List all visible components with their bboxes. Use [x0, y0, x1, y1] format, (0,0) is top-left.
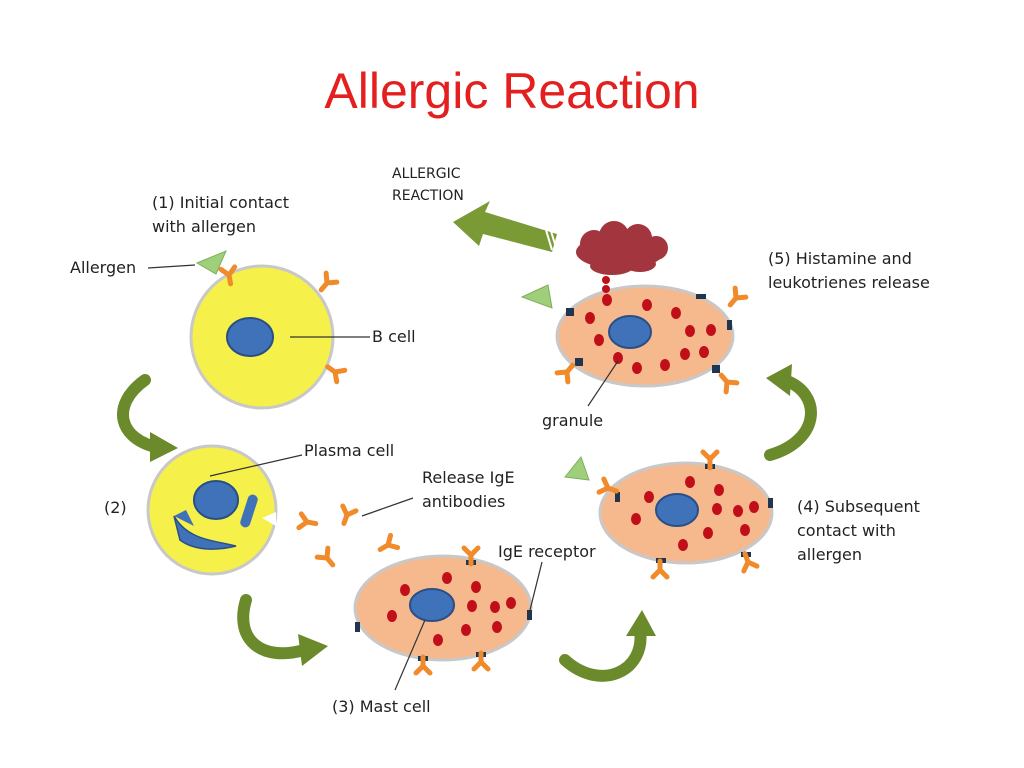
- allergic-reaction-label-line1: ALLERGIC: [392, 166, 461, 182]
- released-granules: [602, 276, 610, 293]
- b-cell-label: B cell: [372, 327, 416, 346]
- allergen-triangle-2: [564, 455, 590, 481]
- ige-receptor-pointer: [528, 561, 543, 615]
- granule-pointer: [587, 360, 619, 407]
- step4-label-line1: (4) Subsequent: [797, 497, 920, 516]
- curved-arrow-4-to-5: [764, 364, 817, 461]
- step1-label-line1: (1) Initial contact: [152, 193, 289, 212]
- plasma-cell-pointer: [209, 454, 303, 477]
- step4-label-line2: contact with: [797, 521, 896, 540]
- histamine-cloud: [576, 221, 668, 275]
- allergen-label: Allergen: [70, 258, 136, 277]
- step2-label: (2): [104, 498, 127, 517]
- curved-arrow-3-to-4: [559, 610, 656, 682]
- mast-cell: [353, 548, 533, 673]
- allergen-triangle-3: [520, 284, 553, 309]
- allergen-triangle: [195, 250, 227, 275]
- step1-label-line2: with allergen: [152, 217, 256, 236]
- step5-label-line2: leukotrienes release: [768, 273, 930, 292]
- step5-label-line1: (5) Histamine and: [768, 249, 912, 268]
- allergen-pointer: [147, 264, 196, 269]
- step3-label: (3) Mast cell: [332, 697, 431, 716]
- sensitized-mast-cell: [599, 452, 774, 577]
- plasma-cell-label: Plasma cell: [304, 441, 394, 460]
- allergic-reaction-label-line2: REACTION: [392, 188, 464, 204]
- step4-label-line3: allergen: [797, 545, 862, 564]
- granule-label: granule: [542, 411, 603, 430]
- degranulating-mast-cell: [557, 284, 746, 392]
- slide-title: Allergic Reaction: [324, 63, 700, 119]
- release-label-line2: antibodies: [422, 492, 505, 511]
- plasma-cell: [146, 444, 278, 576]
- ige-receptor-label: IgE receptor: [498, 542, 596, 561]
- mast-cell-pointer: [394, 619, 426, 691]
- release-pointer: [361, 497, 414, 517]
- curved-arrow-2-to-3: [237, 594, 328, 666]
- release-label-line1: Release IgE: [422, 468, 515, 487]
- free-ige-antibodies: [299, 506, 398, 569]
- curved-arrow-1-to-2: [117, 374, 178, 462]
- allergic-reaction-arrow: [453, 201, 558, 252]
